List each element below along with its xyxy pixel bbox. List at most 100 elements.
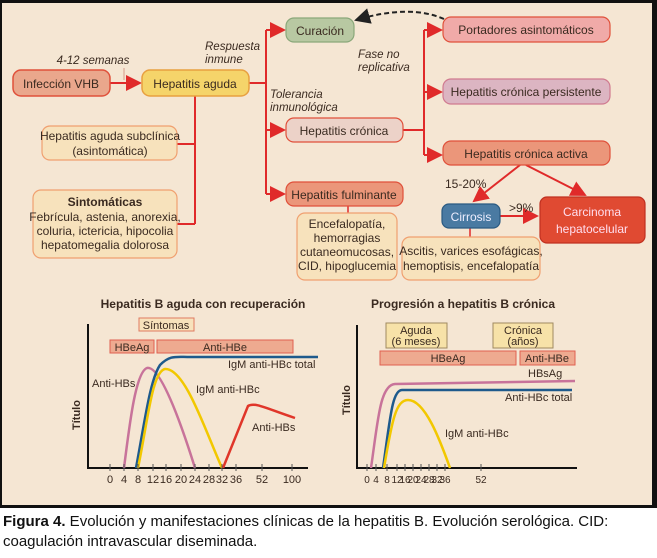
curve-antihbs-late [221, 403, 296, 469]
svg-text:Infección VHB: Infección VHB [23, 77, 99, 91]
box-fulminante-detalle: Encefalopatía, hemorragias cutaneomucosa… [296, 212, 398, 281]
box-cirrosis-detalle: Ascitis, varices esofágicas,hemoptisis, … [399, 236, 543, 281]
svg-text:Anti-HBc total: Anti-HBc total [505, 392, 572, 404]
x-tick-label: 8 [384, 475, 390, 486]
box-persistente: Hepatitis crónica persistente [442, 78, 611, 105]
x-tick-label: 52 [256, 474, 268, 486]
svg-text:Carcinoma: Carcinoma [563, 205, 621, 219]
x-tick-label: 24 [189, 474, 201, 486]
svg-text:coluria, ictericia, hipocolia: coluria, ictericia, hipocolia [37, 224, 174, 238]
x-tick-label: 20 [407, 475, 419, 486]
svg-text:HBeAg: HBeAg [115, 342, 150, 354]
caption-label: Figura 4. [3, 513, 66, 530]
svg-text:Cirrosis: Cirrosis [451, 210, 492, 224]
label-respuesta-2: inmune [205, 54, 243, 66]
curve-total [134, 355, 318, 469]
label-respuesta: Respuesta [205, 41, 260, 53]
svg-text:Aguda: Aguda [400, 325, 433, 337]
svg-text:Sintomáticas: Sintomáticas [68, 195, 143, 209]
svg-text:hemorragias: hemorragias [314, 231, 381, 245]
box-aguda: Hepatitis aguda [141, 69, 250, 97]
x-tick-label: 100 [283, 474, 301, 486]
svg-text:(6 meses): (6 meses) [392, 336, 441, 348]
svg-text:Anti-HBs: Anti-HBs [92, 378, 136, 390]
box-fulminante: Hepatitis fulminante [285, 181, 404, 207]
svg-text:IgM anti-HBc total: IgM anti-HBc total [228, 359, 315, 371]
caption-text: Evolución y manifestaciones clínicas de … [3, 513, 609, 550]
svg-text:cutaneomucosas,: cutaneomucosas, [300, 245, 394, 259]
x-tick-label: 8 [135, 474, 141, 486]
svg-text:Hepatitis crónica: Hepatitis crónica [300, 124, 389, 138]
svg-text:Hepatitis aguda subclínica: Hepatitis aguda subclínica [40, 129, 180, 143]
box-carcinoma: Carcinoma hepatocelular [539, 196, 646, 244]
label-fase-2: replicativa [358, 62, 410, 74]
label-tolerancia-2: inmunológica [270, 102, 338, 114]
svg-text:hemoptisis, encefalopatía: hemoptisis, encefalopatía [403, 259, 539, 273]
curve-igm [382, 398, 452, 469]
svg-text:(años): (años) [507, 336, 538, 348]
svg-text:Anti-HBs: Anti-HBs [252, 422, 296, 434]
svg-text:Hepatitis aguda: Hepatitis aguda [153, 77, 237, 91]
x-tick-label: 16 [160, 474, 172, 486]
curve-igm [136, 367, 224, 469]
box-sintomaticas: Sintomáticas Febrícula, astenia, anorexi… [29, 189, 181, 259]
curve-hbsag [369, 379, 576, 469]
x-tick-label: 12 [391, 475, 403, 486]
svg-text:Hepatitis crónica activa: Hepatitis crónica activa [464, 147, 588, 161]
svg-text:Hepatitis B aguda con recupera: Hepatitis B aguda con recuperación [101, 297, 306, 311]
box-curacion: Curación [285, 17, 355, 43]
svg-text:Título: Título [341, 385, 353, 415]
label-semanas: 4-12 semanas [57, 55, 130, 67]
svg-text:Ascitis, varices esofágicas,: Ascitis, varices esofágicas, [399, 244, 542, 258]
svg-text:Hepatitis crónica persistente: Hepatitis crónica persistente [451, 85, 602, 99]
x-tick-label: 28 [423, 475, 435, 486]
label-pct-carcinoma: >9% [509, 201, 534, 215]
svg-text:Síntomas: Síntomas [143, 320, 190, 332]
box-cirrosis: Cirrosis [441, 203, 501, 229]
box-portadores: Portadores asintomáticos [442, 16, 611, 43]
svg-text:HBeAg: HBeAg [431, 353, 466, 365]
svg-text:Anti-HBe: Anti-HBe [203, 342, 247, 354]
svg-text:Curación: Curación [296, 24, 344, 38]
x-tick-label: 20 [175, 474, 187, 486]
svg-text:Portadores asintomáticos: Portadores asintomáticos [458, 23, 593, 37]
svg-text:IgM anti-HBc: IgM anti-HBc [196, 384, 260, 396]
box-cronica: Hepatitis crónica [285, 117, 404, 143]
svg-text:Crónica: Crónica [504, 325, 543, 337]
svg-text:CID, hipoglucemia: CID, hipoglucemia [298, 259, 396, 273]
x-tick-label: 36 [439, 475, 451, 486]
chart-acute: Hepatitis B aguda con recuperación Sínto… [71, 297, 318, 486]
x-tick-label: 4 [373, 475, 379, 486]
x-tick-label: 36 [230, 474, 242, 486]
x-tick-label: 12 [147, 474, 159, 486]
svg-text:Título: Título [71, 400, 83, 430]
curve-antihbs [122, 366, 197, 469]
svg-text:Anti-HBe: Anti-HBe [525, 353, 569, 365]
svg-text:(asintomática): (asintomática) [72, 144, 147, 158]
diagram: Infección VHB 4-12 semanas Hepatitis agu… [0, 0, 657, 508]
caption: Figura 4. Evolución y manifestaciones cl… [3, 512, 653, 552]
x-tick-label: 0 [107, 474, 113, 486]
box-infeccion: Infección VHB [12, 69, 111, 97]
box-subclinica: Hepatitis aguda subclínica(asintomática) [40, 125, 180, 161]
x-tick-label: 24 [415, 475, 427, 486]
x-tick-label: 52 [475, 475, 487, 486]
svg-text:IgM anti-HBc: IgM anti-HBc [445, 428, 509, 440]
label-pct-cirrosis: 15-20% [445, 177, 487, 191]
x-tick-label: 32 [216, 474, 228, 486]
label-fase: Fase no [358, 49, 400, 61]
svg-text:hepatocelular: hepatocelular [556, 222, 628, 236]
svg-text:Febrícula, astenia, anorexia,: Febrícula, astenia, anorexia, [29, 210, 180, 224]
svg-text:HBsAg: HBsAg [528, 368, 562, 380]
flow-connectors [110, 22, 587, 237]
svg-text:Hepatitis fulminante: Hepatitis fulminante [291, 188, 397, 202]
x-tick-label: 28 [203, 474, 215, 486]
chart-chronic: Progresión a hepatitis B crónica Aguda(6… [341, 297, 577, 486]
x-tick-label: 16 [399, 475, 411, 486]
curve-total [381, 388, 572, 469]
svg-text:Progresión a hepatitis B cróni: Progresión a hepatitis B crónica [371, 297, 555, 311]
svg-text:hepatomegalia dolorosa: hepatomegalia dolorosa [41, 238, 169, 252]
x-tick-label: 32 [431, 475, 443, 486]
label-tolerancia: Tolerancia [270, 89, 323, 101]
